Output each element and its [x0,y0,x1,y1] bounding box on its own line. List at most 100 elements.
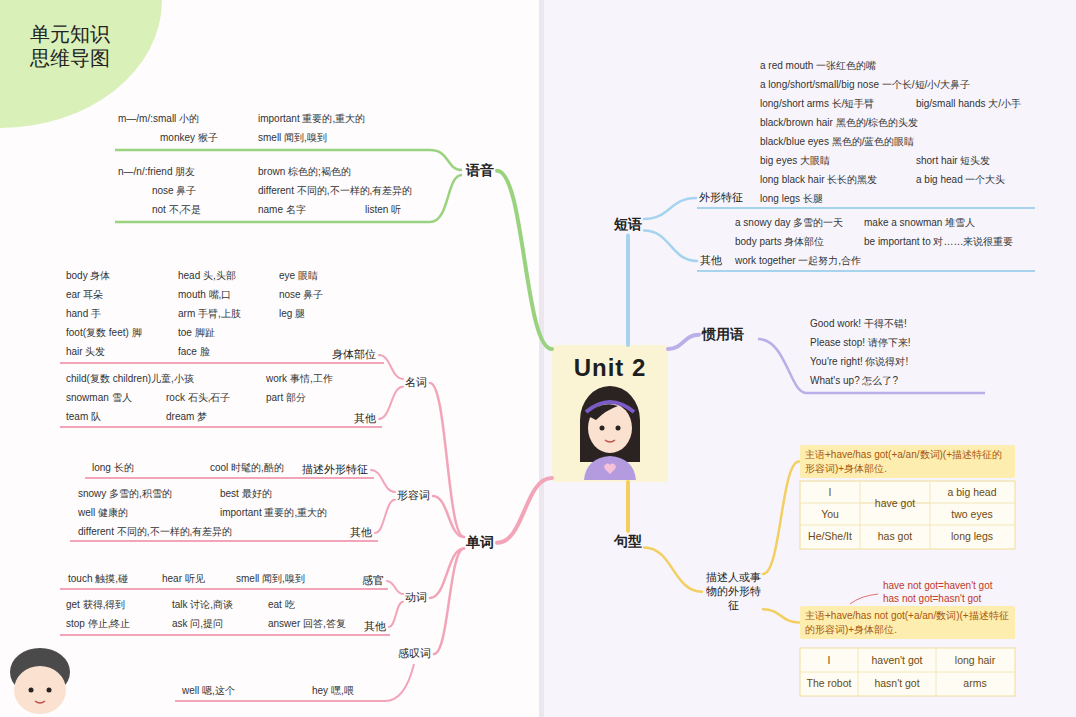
word-entry: a big head 一个大头 [916,174,1006,186]
underline [60,426,382,428]
table-grid [800,481,1015,549]
table-cell: has got [878,530,912,542]
word-entry: different 不同的,不一样的,有差异的 [78,526,232,538]
table [800,481,1015,549]
word-entry: brown 棕色的;褐色的 [258,166,351,178]
table-cell: a big head [947,486,996,498]
word-entry: cool 时髦的,酷的 [210,462,284,474]
pattern-tables [800,481,1015,696]
underline [697,270,1035,272]
word-entry: child(复数 children)儿童,小孩 [66,373,194,385]
shirt [584,456,636,480]
node-text: 句型 [614,533,642,551]
branch-line [387,581,403,594]
node-text: 单词 [466,534,494,552]
node-text: 其他 [350,526,372,540]
branch-line [763,609,799,622]
girl-illustration [580,386,640,480]
node-text: 其他 [364,620,386,634]
word-entry: dream 梦 [166,411,207,423]
word-entry: What's up? 怎么了? [810,375,898,387]
branch-label: 名词 [403,375,429,391]
word-entry: rock 石头,石子 [166,392,230,404]
table-cell: arms [963,677,986,689]
mouth [605,440,615,442]
table-cell: You [821,508,839,520]
underline [60,634,390,636]
word-entry: make a snowman 堆雪人 [864,217,975,229]
node-text: 短语 [614,216,642,234]
word-entry: touch 触摸,碰 [68,573,128,585]
table-cell: hasn't got [874,677,919,689]
heart [604,464,615,474]
node-text: 主语+have/has not got(+a/an/数词)(+描述特征的形容词)… [805,609,1010,636]
table-grid [800,648,1015,696]
node-text: 形容词 [397,489,430,503]
word-entry: ask 问,提问 [172,618,223,630]
node-text: 主语+have/has got(+a/an/数词)(+描述特征的形容词)+身体部… [805,448,1010,475]
branch-label: 其他 [698,253,724,269]
word-entry: smell 闻到,嗅到 [258,132,327,144]
branch-line [379,355,403,379]
node-text: 动词 [405,591,427,605]
word-entry: eye 眼睛 [279,270,318,282]
branch-label: 身体部位 [330,347,378,363]
word-entry: hear 听见 [162,573,205,585]
word-entry: team 队 [66,411,101,423]
branch-line [626,482,630,531]
branch-line [644,198,696,219]
word-entry: monkey 猴子 [160,132,218,144]
pattern-box: 主语+have/has got(+a/an/数词)(+描述特征的形容词)+身体部… [800,445,1015,478]
face [14,666,66,714]
word-entry: m—/m/:small 小的 [118,113,199,125]
word-entry: be important to 对……来说很重要 [864,236,1013,248]
underline [85,477,374,479]
word-entry: short hair 短头发 [916,155,990,167]
boy-illustration [10,648,70,714]
word-entry: nose 鼻子 [152,185,196,197]
branch-line [644,231,697,261]
node-text: 名词 [405,376,427,390]
table-cell: I [829,486,832,498]
word-entry: well 健康的 [78,507,128,519]
branch-line [430,383,464,537]
pattern-box: 主语+have/has not got(+a/an/数词)(+描述特征的形容词)… [800,606,1015,639]
word-entry: hey 嘿,喂 [312,685,354,697]
word-entry: n—/n/:friend 朋友 [118,166,195,178]
word-entry: smell 闻到,嗅到 [236,573,305,585]
branch-line [763,462,799,575]
phrase-underlines [697,208,1035,271]
branch-label: 句型 [612,532,644,552]
node-text: 语音 [466,162,494,180]
word-entry: You're right! 你说得对! [810,356,908,368]
branch-line [644,548,702,592]
table-cell: have got [875,497,915,509]
table-cell: haven't got [871,654,922,666]
branch-line [375,500,395,533]
table-cell: two eyes [951,508,992,520]
center-topic: Unit 2 [552,345,668,482]
table-cell: He/She/It [808,530,852,542]
node-text: 感官 [362,574,384,588]
word-entry: different 不同的,不一样的,有差异的 [258,185,412,197]
branch-line [497,171,552,349]
word-entry: big eyes 大眼睛 [760,155,830,167]
node-text: 身体部位 [332,348,376,362]
phonics-branches [115,150,462,222]
branch-label: 外形特征 [697,190,745,206]
eye [616,426,621,431]
word-entry: body parts 身体部位 [735,236,824,248]
table-cell: I [828,654,831,666]
branch-label: 描述人或事物的外形特征 [703,570,763,613]
word-entry: answer 回答,答复 [268,618,346,630]
node-text: 外形特征 [699,191,743,205]
word-entry: black/brown hair 黑色的/棕色的头发 [760,117,918,129]
word-entry: hair 头发 [66,346,105,358]
mouth [35,701,45,703]
word-entry: well 嗯,这个 [182,685,235,697]
underline [697,207,1035,209]
underline [60,362,384,364]
word-entry: body 身体 [66,270,110,282]
